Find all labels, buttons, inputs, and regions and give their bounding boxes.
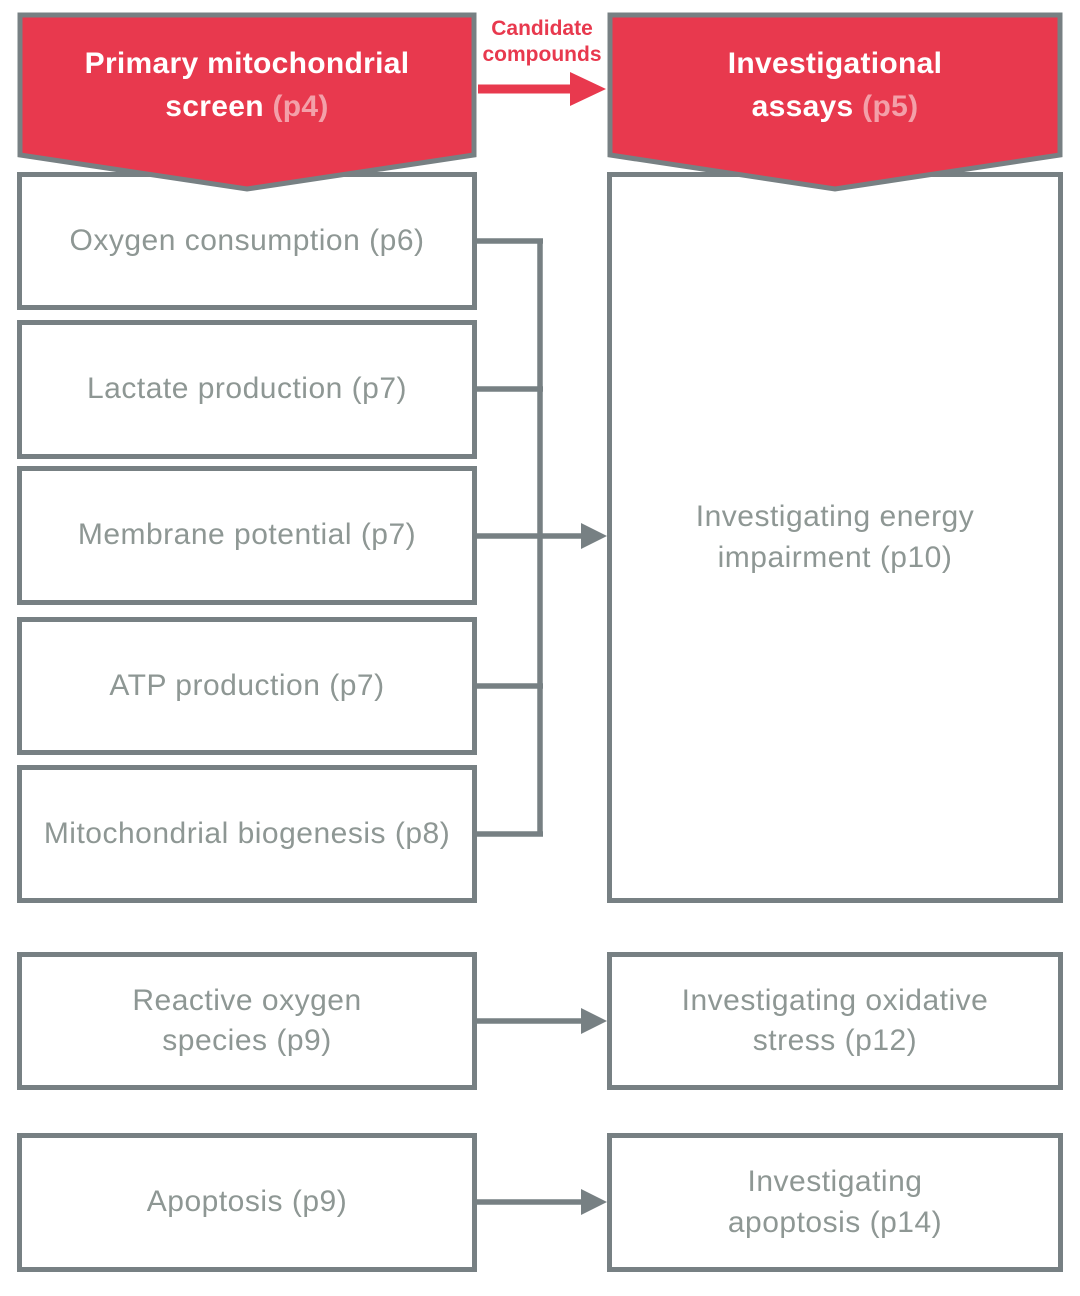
- assay-box-apoptosis: Investigating apoptosis (p14): [607, 1133, 1063, 1272]
- banner-primary-screen-text: Primary mitochondrial screen (p4): [17, 12, 477, 158]
- banner-investigational-assays-page-ref: (p5): [862, 90, 919, 123]
- screen-box-label: Lactate production (p7): [86, 372, 408, 406]
- screen-box-atp-production: ATP production (p7): [17, 617, 477, 755]
- banner-ribbon-shape: [17, 12, 477, 192]
- candidate-compounds-arrowhead-icon: [570, 72, 606, 106]
- energy-arrowhead-icon: [581, 523, 607, 549]
- screen-box-apoptosis: Apoptosis (p9): [17, 1133, 477, 1272]
- screen-box-label: Reactive oxygen species (p9): [132, 983, 362, 1058]
- banner-primary-screen: Primary mitochondrial screen (p4): [17, 12, 477, 194]
- screen-box-mitochondrial-biogenesis: Mitochondrial biogenesis (p8): [17, 765, 477, 903]
- assay-box-label: Investigating oxidative stress (p12): [681, 983, 989, 1058]
- connector-stub-lines: [474, 238, 543, 837]
- banner-investigational-assays-title: Investigational assays: [727, 46, 943, 124]
- candidate-compounds-label: Candidate compounds: [482, 17, 602, 67]
- oxidative-arrowhead-icon: [581, 1008, 607, 1034]
- assay-box-oxidative-stress: Investigating oxidative stress (p12): [607, 952, 1063, 1090]
- banner-primary-screen-page-ref: (p4): [272, 90, 329, 123]
- assay-box-energy-impairment: Investigating energy impairment (p10): [607, 172, 1063, 903]
- screen-box-membrane-potential: Membrane potential (p7): [17, 466, 477, 605]
- ribbon-polygon: [607, 12, 1063, 192]
- screen-box-reactive-oxygen-species: Reactive oxygen species (p9): [17, 952, 477, 1090]
- screen-box-label: Oxygen consumption (p6): [69, 223, 425, 257]
- banner-investigational-assays-text: Investigational assays (p5): [607, 12, 1063, 158]
- screen-box-label: ATP production (p7): [109, 668, 385, 702]
- ribbon-polygon: [17, 12, 477, 192]
- screen-box-label: Mitochondrial biogenesis (p8): [43, 816, 451, 850]
- assay-box-label: Investigating energy impairment (p10): [695, 500, 975, 574]
- banner-primary-screen-title: Primary mitochondrial screen: [84, 46, 410, 124]
- banner-investigational-assays: Investigational assays (p5): [607, 12, 1063, 194]
- screen-box-lactate-production: Lactate production (p7): [17, 320, 477, 459]
- screen-box-label: Membrane potential (p7): [77, 518, 417, 552]
- banner-ribbon-shape: [607, 12, 1063, 192]
- assay-box-label: Investigating apoptosis (p14): [727, 1165, 943, 1239]
- apoptosis-arrowhead-icon: [581, 1189, 607, 1215]
- screen-box-label: Apoptosis (p9): [146, 1185, 348, 1219]
